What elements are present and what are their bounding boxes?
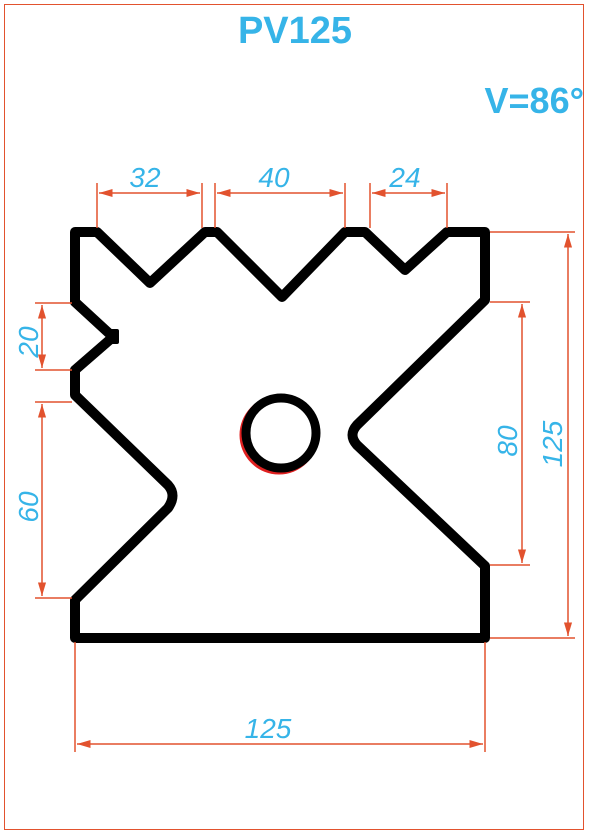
drawing-frame xyxy=(4,4,584,830)
dim-text-left-lower: 60 xyxy=(13,491,44,523)
center-hole xyxy=(241,393,321,473)
drawing-title: PV125 xyxy=(237,10,353,52)
dim-text-bottom-width: 125 xyxy=(245,713,292,744)
v-angle-label: V=86° xyxy=(484,80,584,121)
dim-text-right-inner: 80 xyxy=(492,425,523,457)
left-extension-lines xyxy=(35,302,72,599)
dim-text-top-v2: 40 xyxy=(258,162,290,193)
dim-text-top-v3: 24 xyxy=(388,162,420,193)
bottom-extension-lines xyxy=(74,642,486,752)
dim-text-top-v1: 32 xyxy=(129,162,161,193)
top-extension-lines xyxy=(96,183,448,228)
right-extension-lines xyxy=(490,231,575,639)
dim-text-left-upper: 20 xyxy=(13,326,44,359)
dim-text-right-outer: 125 xyxy=(537,420,568,467)
die-notch xyxy=(108,329,119,344)
die-profile-outline xyxy=(70,227,490,643)
